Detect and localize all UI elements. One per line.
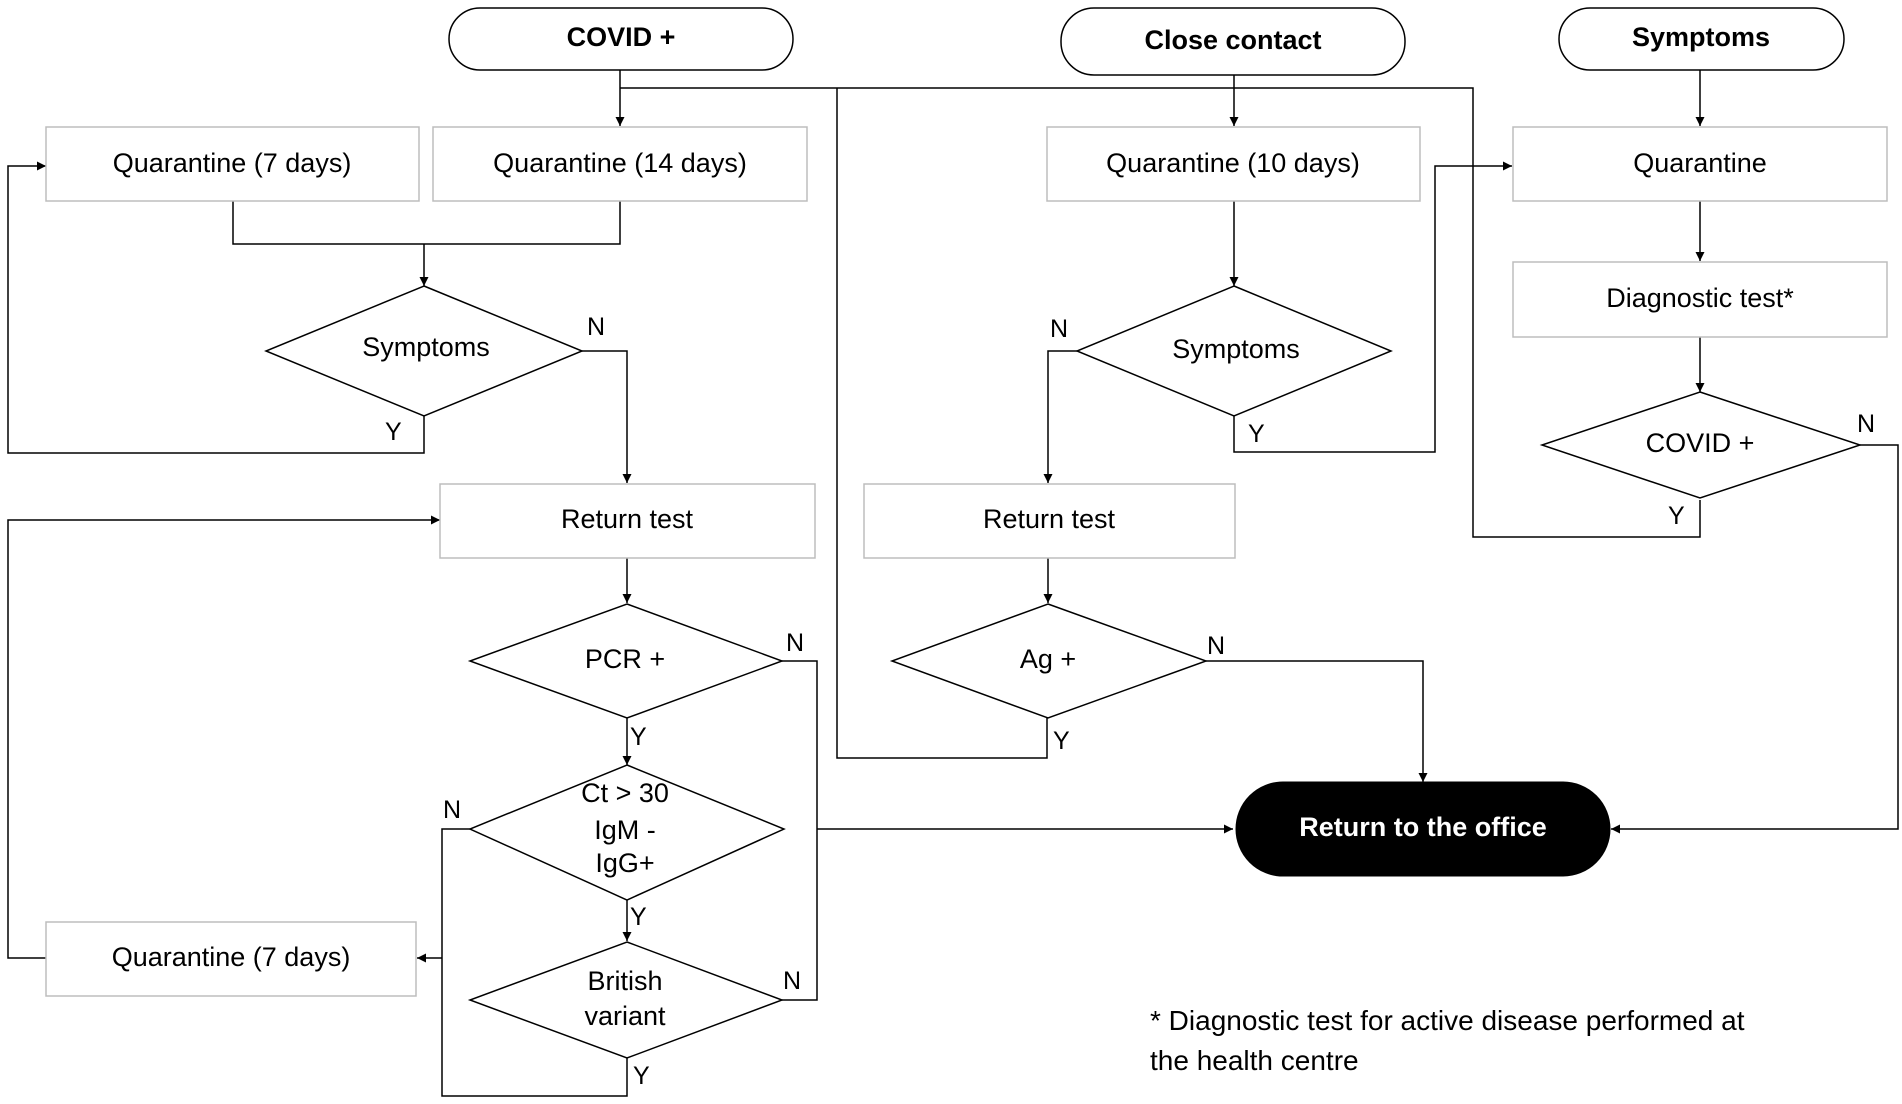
return-test-mid: Return test: [863, 483, 1236, 559]
edge-symptoms-yes-loop: [7, 161, 425, 454]
footnote-line1: * Diagnostic test for active disease per…: [1150, 1005, 1745, 1036]
decision-symptoms-mid: Symptoms: [1075, 285, 1393, 417]
decision-pcr: PCR +: [467, 603, 785, 719]
label-y-british: Y: [633, 1062, 650, 1090]
edge-q-join: [232, 201, 621, 245]
edge-ct-no: [441, 828, 628, 1097]
quarantine-label: Quarantine: [1633, 148, 1767, 178]
connectors: [7, 70, 1899, 1097]
diagnostic-test: Diagnostic test*: [1512, 261, 1888, 338]
footnote-line2: the health centre: [1150, 1045, 1359, 1076]
edge-q7-to-return: [7, 515, 440, 959]
label-y-covid-plus: Y: [1668, 502, 1685, 530]
decision-ct: Ct > 30 IgM - IgG+: [468, 764, 786, 901]
branch-labels: N Y N Y N Y N Y N Y N Y N Y: [385, 313, 1875, 1090]
quarantine-7-days-bottom: Quarantine (7 days): [45, 921, 417, 997]
decision-ct-line3: IgG+: [595, 848, 654, 878]
label-y-ct: Y: [630, 903, 647, 931]
label-n-symptoms-left: N: [587, 313, 605, 341]
footnote: * Diagnostic test for active disease per…: [1150, 1005, 1745, 1076]
start-symptoms-label: Symptoms: [1632, 22, 1770, 52]
decision-covid-plus: COVID +: [1539, 391, 1863, 499]
label-y-ag: Y: [1053, 727, 1070, 755]
edge-ag-no: [1206, 660, 1428, 782]
edge-symptoms-mid-no: [1043, 350, 1077, 483]
label-n-ag: N: [1207, 632, 1225, 660]
diagnostic-test-label: Diagnostic test*: [1606, 283, 1794, 313]
return-test-left-label: Return test: [561, 504, 694, 534]
decision-ag-label: Ag +: [1020, 644, 1076, 674]
quarantine-7-days-bottom-label: Quarantine (7 days): [112, 942, 351, 972]
quarantine-7-days-top-label: Quarantine (7 days): [113, 148, 352, 178]
decision-symptoms-left-label: Symptoms: [362, 332, 490, 362]
start-covid: COVID +: [448, 7, 794, 71]
return-test-left: Return test: [439, 483, 816, 559]
return-test-mid-label: Return test: [983, 504, 1116, 534]
edge-covid-no: [1611, 444, 1899, 834]
return-to-office-label: Return to the office: [1299, 812, 1547, 842]
start-covid-label: COVID +: [567, 22, 676, 52]
decision-ag: Ag +: [889, 603, 1209, 719]
edge-symptoms-mid-yes: [1233, 161, 1512, 453]
start-symptoms: Symptoms: [1558, 7, 1845, 71]
edge-rail-to-ag-yes: [836, 88, 1048, 759]
decision-british-variant: British variant: [467, 941, 785, 1059]
quarantine-10-days-label: Quarantine (10 days): [1106, 148, 1360, 178]
edge-covid-rail: [620, 87, 1701, 538]
label-y-symptoms-mid: Y: [1248, 420, 1265, 448]
decision-pcr-label: PCR +: [585, 644, 665, 674]
decision-ct-line1: Ct > 30: [581, 778, 669, 808]
decision-ct-line2: IgM -: [594, 815, 656, 845]
decision-british-line2: variant: [584, 1001, 666, 1031]
quarantine-14-days-label: Quarantine (14 days): [493, 148, 747, 178]
quarantine: Quarantine: [1512, 126, 1888, 202]
label-n-covid-plus: N: [1857, 410, 1875, 438]
quarantine-10-days: Quarantine (10 days): [1046, 126, 1421, 202]
label-n-ct: N: [443, 796, 461, 824]
start-close-contact-label: Close contact: [1144, 25, 1321, 55]
quarantine-7-days-top: Quarantine (7 days): [45, 126, 420, 202]
edge-pcr-no: [782, 660, 818, 1001]
label-n-symptoms-mid: N: [1050, 315, 1068, 343]
decision-symptoms-left: Symptoms: [264, 285, 584, 417]
quarantine-14-days: Quarantine (14 days): [432, 126, 808, 202]
decision-british-line1: British: [587, 966, 662, 996]
start-close-contact: Close contact: [1060, 7, 1406, 76]
decision-symptoms-mid-label: Symptoms: [1172, 334, 1300, 364]
return-to-office: Return to the office: [1235, 781, 1611, 877]
label-n-british: N: [783, 967, 801, 995]
label-y-pcr: Y: [630, 723, 647, 751]
label-n-pcr: N: [786, 629, 804, 657]
edge-symptoms-no: [582, 350, 632, 483]
label-y-symptoms-left: Y: [385, 418, 402, 446]
decision-covid-plus-label: COVID +: [1646, 428, 1755, 458]
